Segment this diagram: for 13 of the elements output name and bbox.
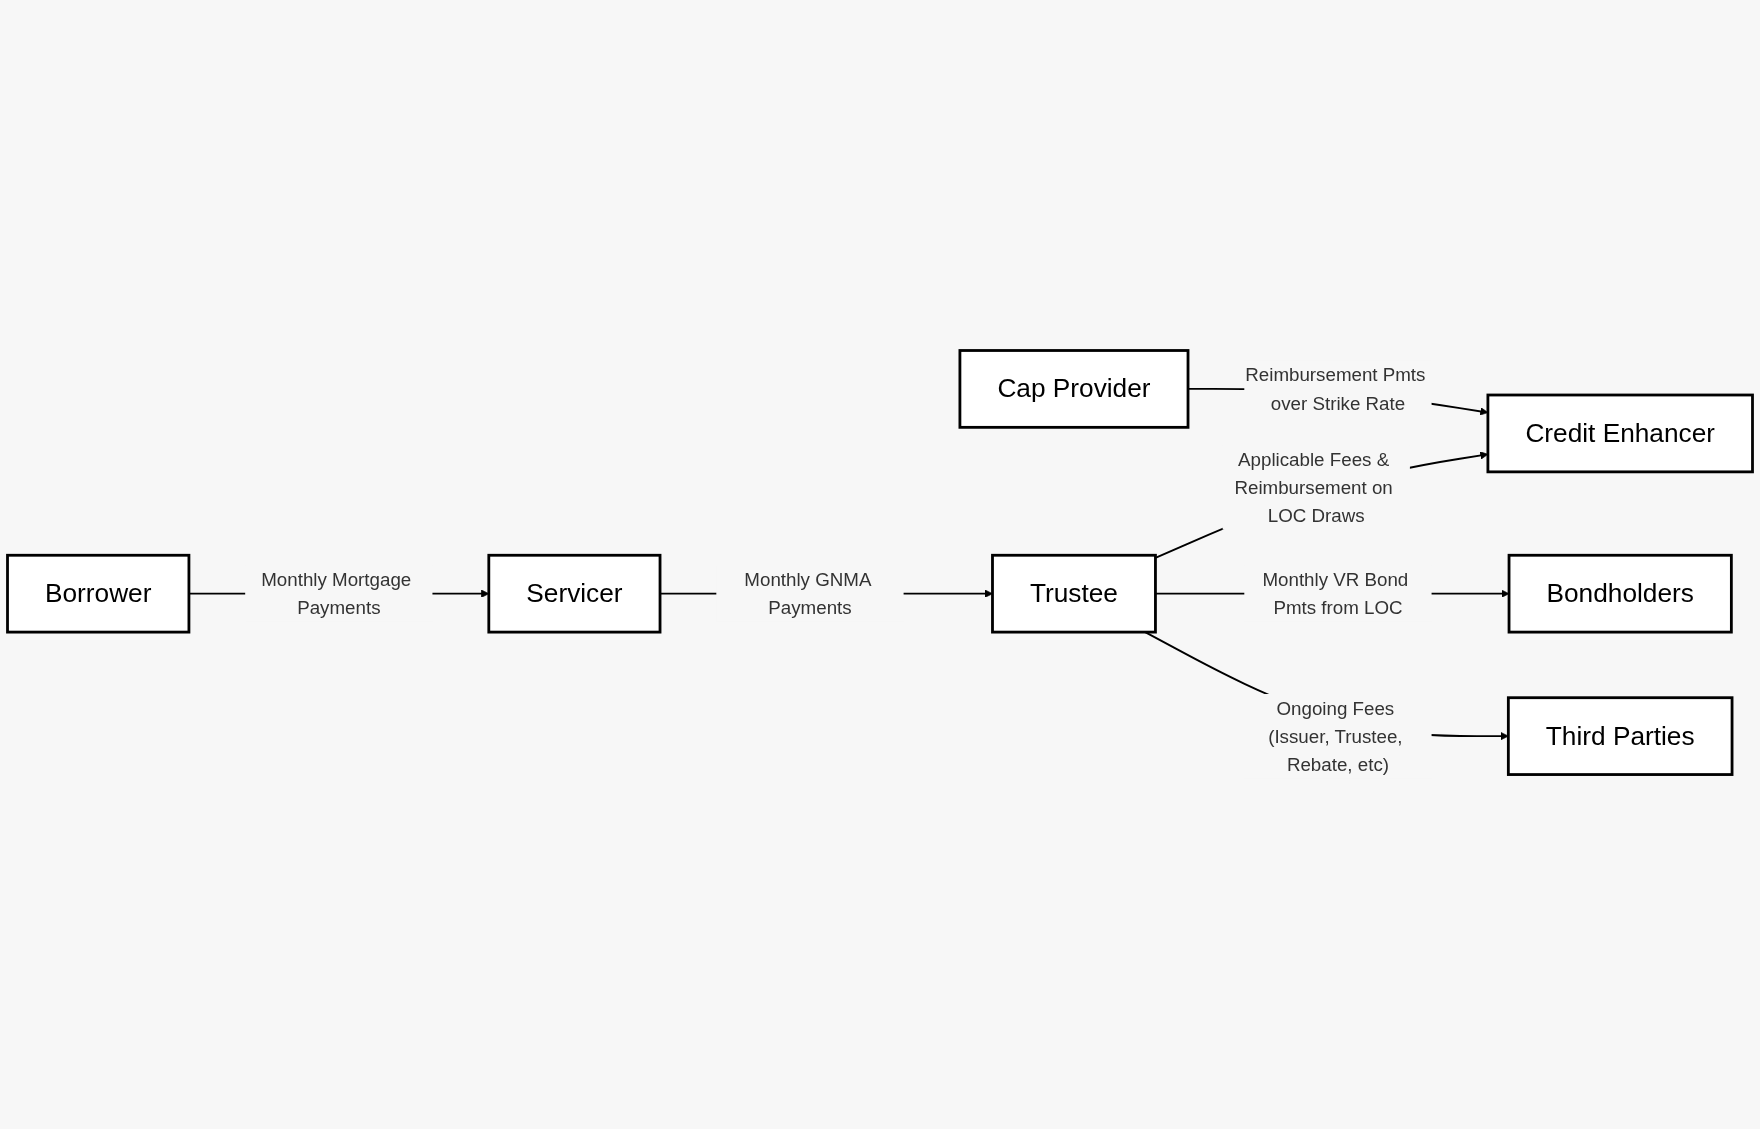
edge-label: Reimbursement Pmts over Strike Rate [1245, 364, 1426, 414]
edge-label: Monthly GNMA Payments [744, 569, 871, 619]
edge-label: Ongoing Fees (Issuer, Trustee, Rebate, etc) [1268, 697, 1403, 775]
node-box: Cap Provider [958, 349, 1190, 429]
edge-label: Monthly Mortgage Payments [261, 569, 412, 619]
edge-label: Monthly VR Bond Pmts from LOC [1262, 569, 1409, 619]
node-box: Credit Enhancer [1486, 393, 1754, 474]
node-box: Trustee [991, 553, 1157, 634]
node-box: Bondholders [1507, 553, 1733, 634]
edge-label: Applicable Fees & Reimbursement on LOC Draws [1234, 449, 1393, 526]
node-box: Borrower [6, 553, 191, 634]
node-box: Servicer [487, 553, 662, 634]
node-box: Third Parties [1506, 696, 1734, 777]
